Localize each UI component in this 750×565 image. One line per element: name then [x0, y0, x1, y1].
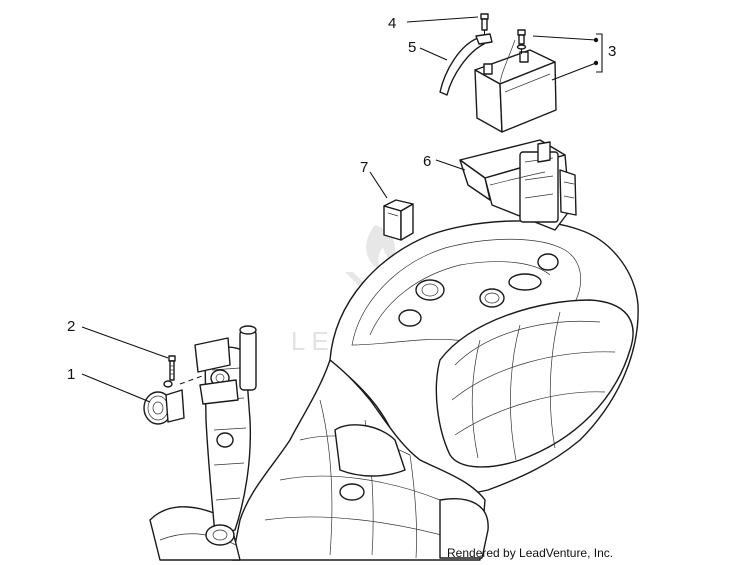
- callout-7: 7: [360, 159, 368, 176]
- leader-lines: [81, 16, 603, 403]
- battery-cable: [439, 33, 516, 96]
- callout-5: 5: [408, 39, 416, 56]
- render-credit: Rendered by LeadVenture, Inc.: [447, 546, 613, 560]
- callout-1: 1: [67, 366, 75, 383]
- relay: [383, 199, 414, 241]
- scooter-body: [149, 220, 639, 561]
- horn: [143, 374, 206, 425]
- horn-bolt: [168, 355, 176, 381]
- callout-4: 4: [388, 15, 396, 32]
- callout-6: 6: [423, 153, 431, 170]
- battery-screws: [516, 29, 527, 56]
- callout-labels: 1 2 3 4 5 6 7: [67, 15, 616, 383]
- steering-frame: [194, 325, 257, 546]
- battery: [474, 49, 557, 133]
- callout-3: 3: [608, 43, 616, 60]
- callout-2: 2: [67, 318, 75, 335]
- battery-box: [459, 139, 577, 231]
- cable-bolt: [480, 13, 489, 38]
